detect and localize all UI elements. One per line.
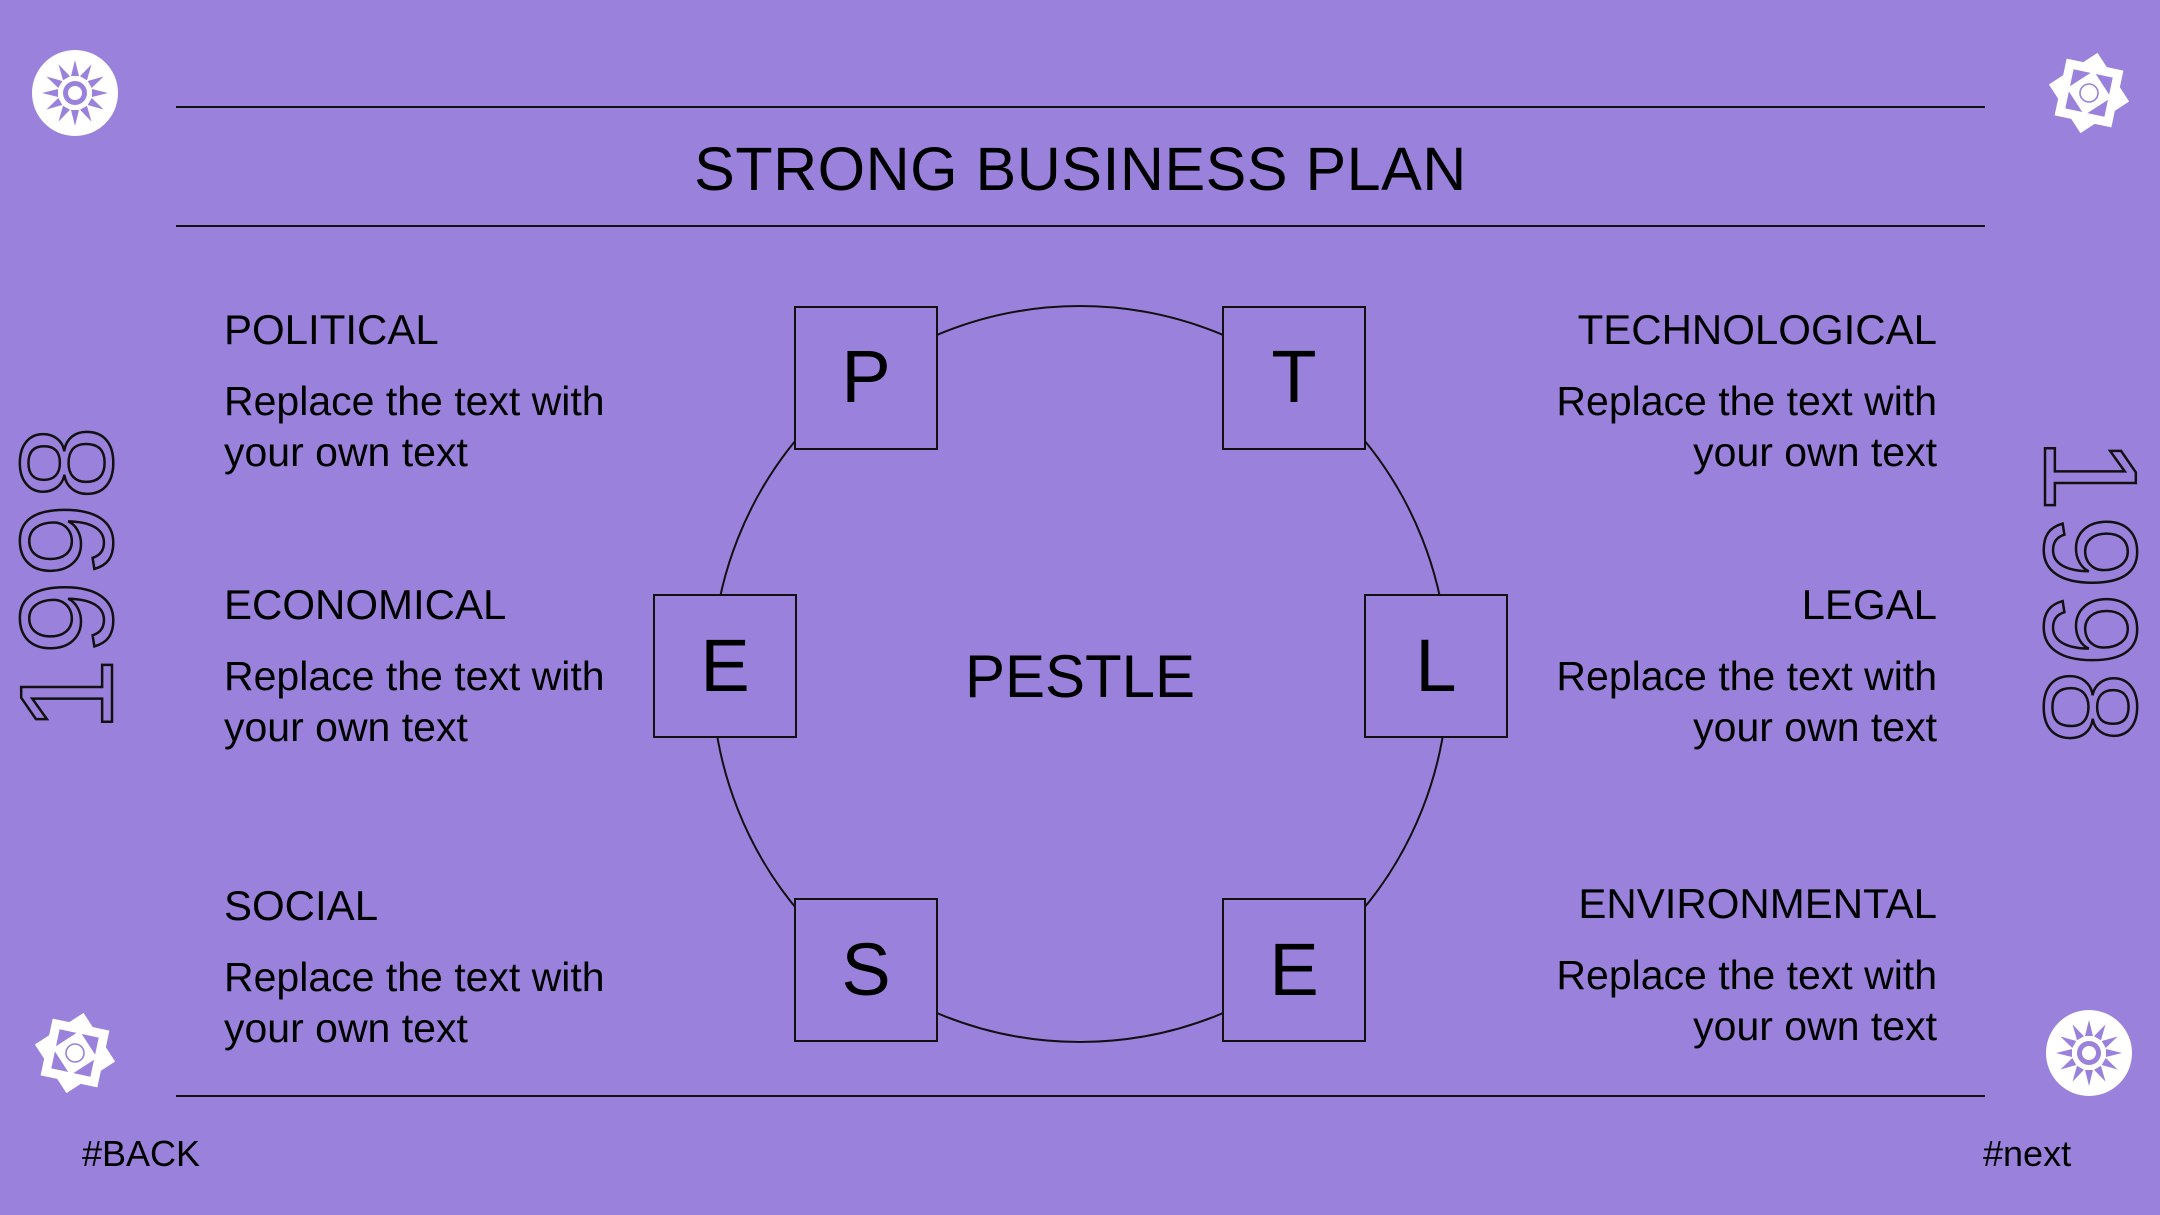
social-heading: SOCIAL <box>224 882 379 929</box>
technological-heading: TECHNOLOGICAL <box>1577 306 1937 353</box>
bottom-rule <box>176 1095 1985 1097</box>
technological-description: Replace the text with your own text <box>1556 378 1937 475</box>
star-badge-icon-bottom-left <box>34 1012 116 1094</box>
letter-box-p: P <box>794 306 938 450</box>
social-description: Replace the text with your own text <box>224 954 605 1051</box>
star-badge-icon-top-right <box>2048 52 2130 134</box>
year-right: 1998 <box>2017 438 2160 748</box>
economical-description: Replace the text with your own text <box>224 653 605 750</box>
economical-block: ECONOMICAL Replace the text with your ow… <box>224 580 654 753</box>
top-rule <box>176 106 1985 108</box>
technological-block: TECHNOLOGICAL Replace the text with your… <box>1507 305 1937 478</box>
page-title: STRONG BUSINESS PLAN <box>694 135 1467 203</box>
year-left: 1998 <box>0 422 140 732</box>
political-heading: POLITICAL <box>224 306 439 353</box>
legal-description: Replace the text with your own text <box>1556 653 1937 750</box>
political-block: POLITICAL Replace the text with your own… <box>224 305 654 478</box>
legal-heading: LEGAL <box>1801 581 1937 628</box>
political-description: Replace the text with your own text <box>224 378 605 475</box>
environmental-block: ENVIRONMENTAL Replace the text with your… <box>1507 879 1937 1052</box>
letter-s: S <box>841 928 890 1011</box>
sunburst-icon-top-left <box>32 50 118 136</box>
letter-box-e-bottom: E <box>1222 898 1366 1042</box>
sunburst-icon-bottom-right <box>2046 1010 2132 1096</box>
letter-e-bottom: E <box>1269 928 1318 1011</box>
title-underline-rule <box>176 225 1985 227</box>
legal-block: LEGAL Replace the text with your own tex… <box>1507 580 1937 753</box>
back-link[interactable]: #BACK <box>82 1133 201 1174</box>
environmental-heading: ENVIRONMENTAL <box>1578 880 1937 927</box>
center-label: PESTLE <box>965 643 1195 710</box>
letter-box-t: T <box>1222 306 1366 450</box>
letter-box-s: S <box>794 898 938 1042</box>
letter-p: P <box>841 335 890 418</box>
letter-box-l: L <box>1364 594 1508 738</box>
letter-box-e-left: E <box>653 594 797 738</box>
letter-t: T <box>1271 335 1316 418</box>
social-block: SOCIAL Replace the text with your own te… <box>224 881 654 1054</box>
letter-e-left: E <box>700 624 749 707</box>
environmental-description: Replace the text with your own text <box>1556 952 1937 1049</box>
letter-l: L <box>1415 624 1456 707</box>
economical-heading: ECONOMICAL <box>224 581 507 628</box>
next-link[interactable]: #next <box>1983 1133 2072 1174</box>
